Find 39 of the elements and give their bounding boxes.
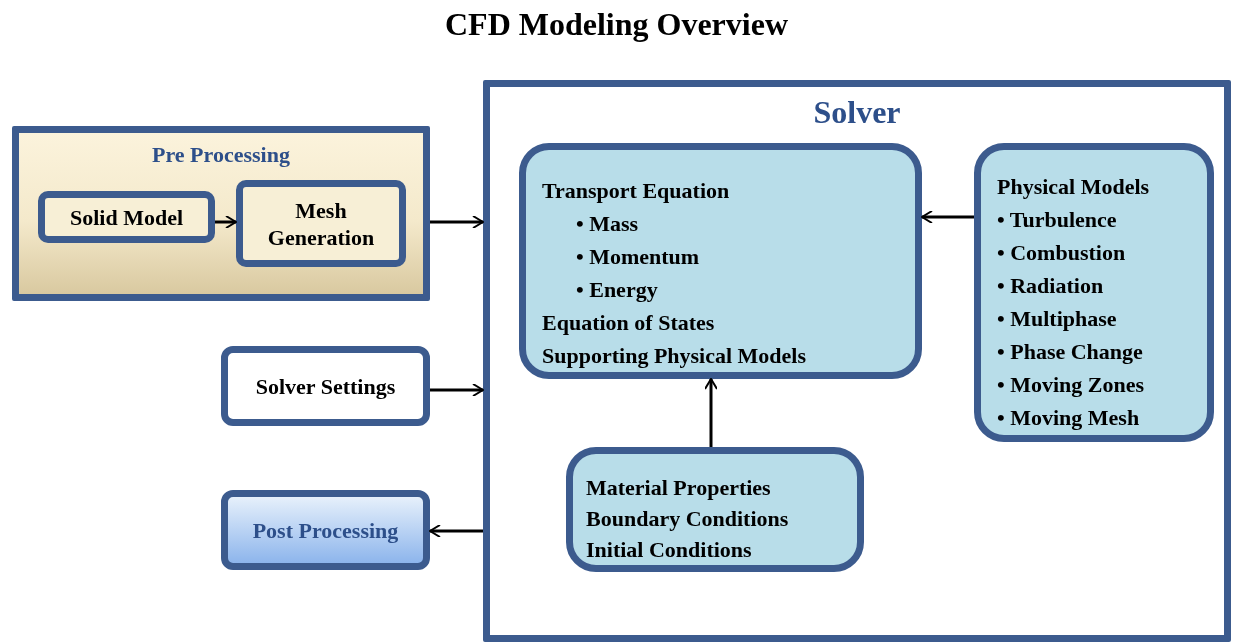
process-box [38, 191, 215, 243]
box-label: Post Processing [252, 516, 399, 544]
arrow [921, 210, 974, 224]
diagram-title: CFD Modeling Overview [443, 6, 789, 43]
box-label: Solver Settings [255, 372, 396, 400]
arrow [430, 215, 484, 229]
box-label: Material Properties [586, 474, 772, 502]
arrow [429, 524, 483, 538]
process-box [974, 143, 1214, 442]
box-label: • Multiphase [997, 305, 1118, 333]
box-heading: Transport Equation [542, 177, 731, 205]
process-box [566, 447, 864, 572]
arrow [215, 215, 237, 229]
bullet-item: • Momentum [576, 243, 701, 271]
box-heading: Physical Models [997, 173, 1151, 201]
process-box [221, 490, 430, 570]
bullet-item: • Energy [576, 276, 659, 304]
box-label: • Phase Change [997, 338, 1144, 366]
box-label: Solid Model [69, 203, 184, 231]
box-label: Mesh Generation [266, 196, 376, 251]
bullet-item: • Mass [576, 210, 640, 238]
process-box [12, 126, 430, 301]
box-label: • Moving Zones [997, 371, 1146, 399]
arrow [704, 378, 718, 447]
process-box [519, 143, 922, 379]
process-box [221, 346, 430, 426]
box-heading: Solver [812, 99, 902, 126]
box-label: • Moving Mesh [997, 404, 1141, 432]
arrow [430, 383, 484, 397]
box-label: Supporting Physical Models [542, 342, 808, 370]
box-heading: Pre Processing [151, 141, 291, 168]
process-box [236, 180, 406, 267]
box-label: • Turbulence [997, 206, 1118, 234]
box-label: • Combustion [997, 239, 1127, 267]
box-label: • Radiation [997, 272, 1105, 300]
box-label: Boundary Conditions [586, 505, 790, 533]
box-label: Equation of States [542, 309, 716, 337]
box-label: Initial Conditions [586, 536, 753, 564]
process-box [483, 80, 1231, 642]
